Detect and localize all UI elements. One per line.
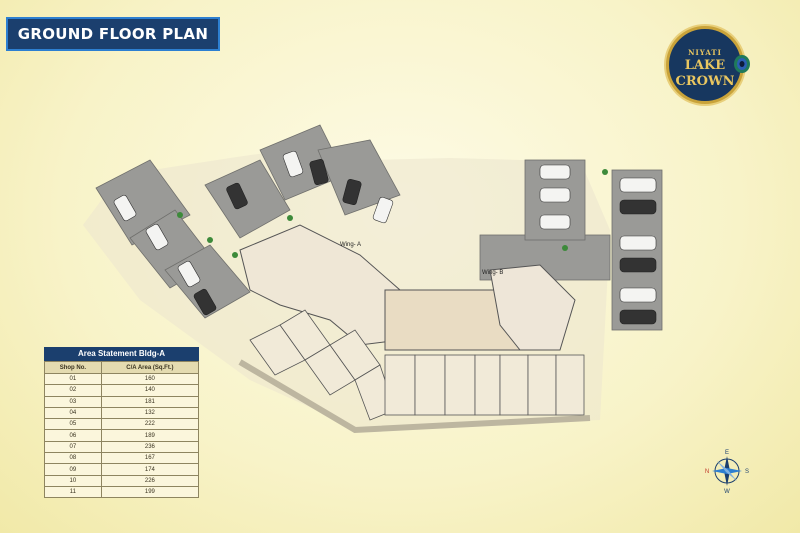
logo-text-middle: LAKE <box>684 58 726 73</box>
compass-rose-icon: E W N S <box>705 450 749 494</box>
area-statement-title: Area Statement Bldg-A <box>44 347 199 361</box>
area-cell: 140 <box>100 384 200 397</box>
shop-number-cell: 03 <box>44 395 102 408</box>
shop-number-cell: 02 <box>44 384 102 397</box>
area-cell: 189 <box>100 429 200 442</box>
shop-number-cell: 10 <box>44 474 102 487</box>
page-title-banner: GROUND FLOOR PLAN <box>6 17 220 51</box>
shop-number-cell: 09 <box>44 463 102 476</box>
area-cell: 222 <box>100 418 200 431</box>
area-cell: 174 <box>100 463 200 476</box>
column-header-shop-no: Shop No. <box>44 361 102 374</box>
shop-number-cell: 11 <box>44 485 102 499</box>
area-statement-table: Area Statement Bldg-A Shop No. C/A Area … <box>44 347 200 499</box>
shop-number-cell: 01 <box>44 372 102 386</box>
compass-w-label: W <box>724 489 730 494</box>
area-cell: 236 <box>100 440 200 454</box>
shop-number-cell: 08 <box>44 452 102 465</box>
logo-emblem <box>666 26 744 104</box>
area-cell: 199 <box>100 485 200 499</box>
area-cell: 226 <box>100 474 200 487</box>
wing-a-label: Wing- A <box>340 242 361 248</box>
page-title: GROUND FLOOR PLAN <box>17 25 209 43</box>
peacock-feather-icon <box>734 55 750 73</box>
brand-logo: NIYATI LAKE CROWN <box>666 18 750 113</box>
shop-number-cell: 05 <box>44 418 102 431</box>
area-cell: 181 <box>100 395 200 408</box>
shop-number-cell: 04 <box>44 406 102 420</box>
wing-b-label: Wing- B <box>482 270 503 276</box>
logo-text-top: NIYATI <box>688 48 722 57</box>
compass-e-label: E <box>725 450 729 456</box>
compass-s-label: S <box>745 469 749 475</box>
area-cell: 160 <box>100 372 200 386</box>
logo-text-bottom: CROWN <box>675 74 735 89</box>
shop-number-cell: 06 <box>44 429 102 442</box>
column-header-area: C/A Area (Sq.Ft.) <box>100 361 200 374</box>
compass-n-label: N <box>705 469 709 475</box>
area-cell: 167 <box>100 452 200 465</box>
shop-number-cell: 07 <box>44 440 102 454</box>
area-cell: 132 <box>100 406 200 420</box>
